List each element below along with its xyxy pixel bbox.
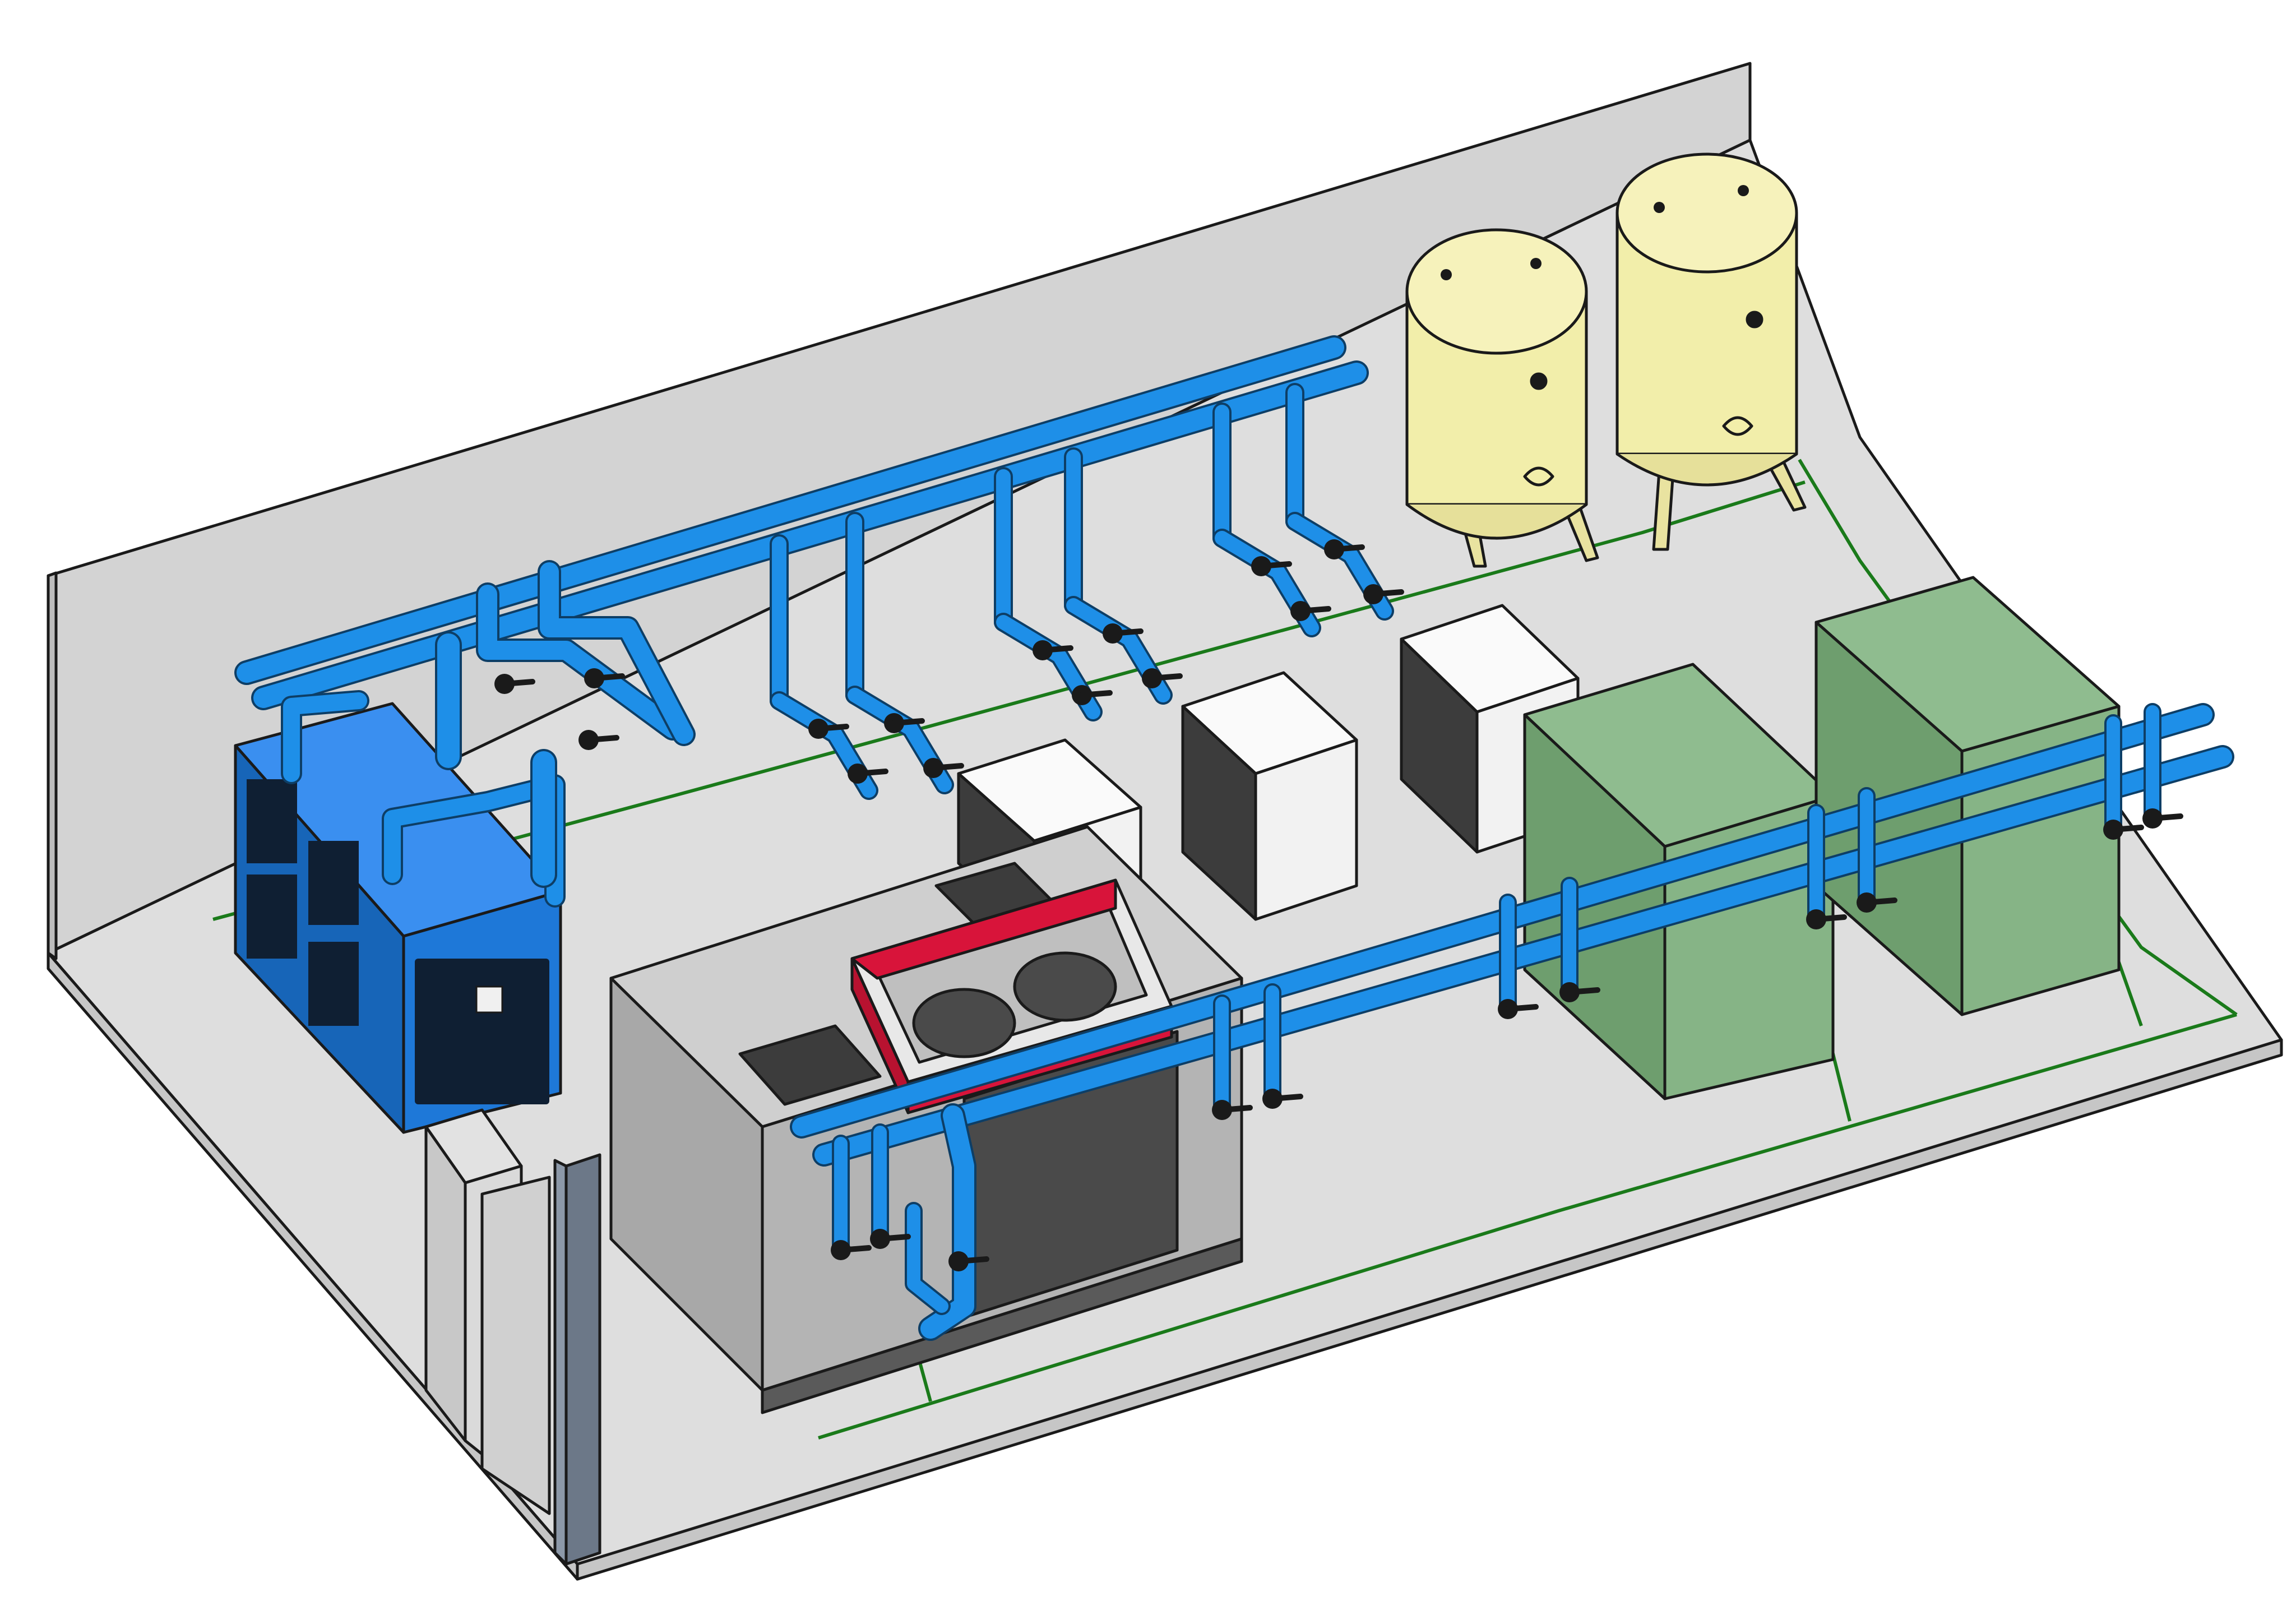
dryer-grille [415, 959, 549, 1104]
valve-handle-icon [1505, 1004, 1539, 1012]
tank-bottom-head [1406, 503, 1587, 540]
tank-valve [1530, 258, 1542, 269]
valve-handle-icon [1331, 544, 1365, 552]
receiver-tank-right [1615, 152, 1807, 551]
dryer-grille-side [308, 841, 359, 925]
drain-line-front [818, 1013, 2237, 1440]
overhead-header-pipe [237, 337, 1344, 683]
valve-handle-icon [838, 1245, 872, 1253]
support-column [553, 1153, 601, 1566]
fan-hood-back [850, 878, 1117, 980]
column-front [564, 1153, 601, 1566]
dryer-riser-pipe [283, 692, 367, 782]
valve-handle-icon [816, 724, 849, 732]
valve-handle-icon [1567, 987, 1600, 995]
dryer-grille-side [247, 875, 297, 959]
cabinet-panel [480, 1176, 551, 1515]
receiver-tank-left [1405, 228, 1599, 568]
tank-gauge-port [1746, 311, 1763, 328]
compressor-bypass-pipe [907, 1204, 948, 1313]
valve-handle-icon [1298, 606, 1331, 614]
valve-handle-icon [891, 718, 925, 726]
dryer-grille-side [308, 942, 359, 1026]
valve-handle-icon [2150, 813, 2183, 821]
valve-handle-icon [1219, 1105, 1253, 1113]
cabinet-side [1523, 713, 1667, 1100]
valve-handle-icon [1371, 589, 1404, 597]
tank-valve [1654, 202, 1665, 213]
manhole-icon [1722, 416, 1753, 436]
tank-gauge-port [1530, 372, 1548, 390]
tank-top-head [1615, 152, 1798, 274]
valve-handle-icon [2110, 825, 2144, 832]
valve-handle-icon [586, 735, 619, 743]
valve-handle-icon [591, 673, 625, 681]
valve-handle-icon [1079, 690, 1113, 698]
tank-bottom-head [1616, 452, 1798, 487]
fan-hood-side [850, 957, 910, 1114]
valve-handle-icon [1149, 673, 1183, 681]
tank-valve [1441, 269, 1452, 280]
dryer-outlet-pipe [540, 562, 693, 744]
tank-valve [1738, 185, 1749, 196]
valve-handle-icon [1040, 645, 1073, 653]
floor-right-edge [576, 1038, 2283, 1581]
end-wall-cap [47, 571, 58, 960]
foreground-cabinet [424, 1108, 551, 1515]
valve-handle-icon [855, 769, 888, 776]
compressor-top-panel [738, 1024, 882, 1106]
valve-handle-icon [877, 1234, 911, 1242]
fan-icon [912, 988, 1016, 1058]
valve-handle-icon [1258, 561, 1292, 569]
compressor-base [761, 1237, 1243, 1414]
valve-handle-icon [1270, 1094, 1303, 1102]
small-unit-2 [1181, 671, 1358, 921]
valve-handle-icon [931, 763, 964, 771]
front-header-pipe [814, 747, 2232, 1164]
column-side [553, 1159, 568, 1566]
valve-handle-icon [956, 1256, 989, 1264]
fan-icon [1013, 951, 1117, 1022]
valve-handle-icon [502, 679, 535, 687]
refrigerated-dryer [234, 702, 562, 1134]
valve-handle-icon [1864, 897, 1897, 905]
tank-top-head [1405, 228, 1588, 355]
cabinet-front [424, 1125, 467, 1442]
dryer-grille-side [247, 779, 297, 863]
dryer-control-box [475, 985, 503, 1014]
unit-side [1400, 637, 1479, 854]
valve-handle-icon [1813, 914, 1847, 922]
dryer-inlet-pipe [478, 585, 682, 738]
valve-handle-icon [1110, 628, 1144, 636]
compressor-discharge-pipe [920, 1105, 974, 1339]
unit-side [1181, 705, 1257, 921]
manhole-icon [1523, 466, 1554, 487]
valves-and-fittings [494, 539, 2183, 1271]
